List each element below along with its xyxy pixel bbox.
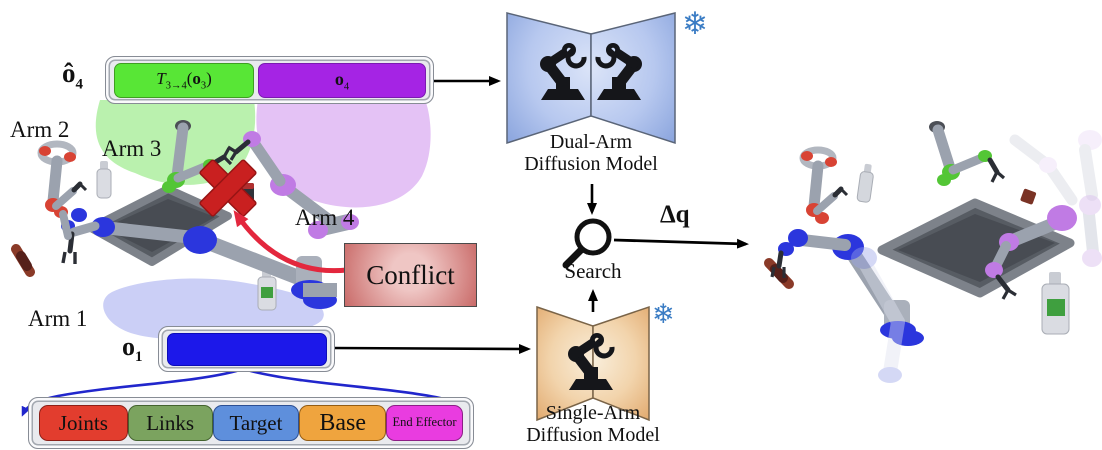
snowflake-icon: ❄ <box>682 6 708 41</box>
robot-arm-icon <box>540 43 587 100</box>
arm1-label: Arm 1 <box>28 306 88 331</box>
robot-arm-2 <box>37 140 88 240</box>
obs1-bar <box>158 326 335 372</box>
search-label: Search <box>564 259 622 283</box>
robot-arm-icon <box>595 43 642 100</box>
arrow-deltaq <box>613 238 749 249</box>
magnifier-icon <box>562 218 612 269</box>
obs4-term: o4 <box>334 68 350 93</box>
component-end-effector: End Effector <box>386 405 463 441</box>
arm4-label: Arm 4 <box>295 205 355 230</box>
single-arm-model-shape <box>536 305 650 422</box>
transform-obs3-box: T3→4(o3) <box>114 63 254 98</box>
wooden-block <box>764 258 794 289</box>
bottle <box>856 163 874 203</box>
wooden-block <box>11 244 35 277</box>
robot-arm-blue-right <box>770 229 924 346</box>
components-bar: Joints Links Target Base End Effector <box>28 397 474 449</box>
component-joints: Joints <box>39 405 128 441</box>
bottle <box>1041 272 1070 335</box>
obs4-bar: T3→4(o3) o4 <box>105 56 434 104</box>
component-links: Links <box>127 405 213 441</box>
obs1-label: o1 <box>122 332 143 366</box>
transform-term: T3→4(o3) <box>156 69 212 92</box>
wooden-block <box>1020 188 1037 205</box>
purple-region-blob <box>256 100 431 208</box>
robot-arm-4 <box>227 131 359 239</box>
conflict-box: Conflict <box>344 243 477 307</box>
conflict-arrow <box>233 210 348 274</box>
bottle <box>96 161 112 199</box>
delta-q-label: Δq <box>660 201 690 228</box>
component-target: Target <box>212 405 300 441</box>
ghost-arm <box>1009 130 1102 206</box>
dual-arm-model-shape <box>506 12 676 145</box>
ghost-arm <box>1079 195 1102 267</box>
robot-arm-icon <box>568 333 615 390</box>
arm2-label: Arm 2 <box>10 117 70 142</box>
arrow-o1-to-single <box>332 343 531 354</box>
conflict-x-icon <box>199 159 257 217</box>
snowflake-icon: ❄ <box>652 299 675 329</box>
robot-arm-green-right <box>929 121 1006 186</box>
arm3-label: Arm 3 <box>102 136 162 161</box>
component-base: Base <box>299 405 387 441</box>
conflict-label: Conflict <box>366 259 455 290</box>
robot-arm-red-right <box>799 146 849 224</box>
obs4-box: o4 <box>258 63 426 98</box>
tray <box>877 198 1075 298</box>
robot-arm-purple-right <box>985 205 1077 300</box>
ghost-arm <box>851 247 905 383</box>
obs4-hat-label: ô4 <box>62 58 83 93</box>
obs1-box <box>167 333 327 366</box>
